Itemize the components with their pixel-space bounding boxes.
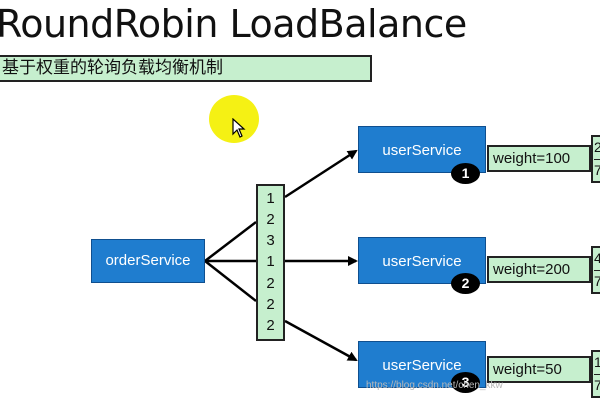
slide-title: RoundRobin LoadBalance [0,2,467,46]
order-service-node: orderService [91,239,205,283]
cut-off-box-2: 4 7 [591,246,600,294]
watermark: https://blog.csdn.net/chen_kkw [366,380,503,391]
arrow-queue-user3 [284,319,358,362]
queue-item: 1 [266,189,275,207]
queue-item: 2 [266,274,275,292]
cursor-pointer-icon [232,118,246,138]
cursor-highlight [209,95,259,143]
queue-item: 2 [266,296,275,314]
weight-label-1: weight=100 [487,145,591,172]
queue-item: 2 [266,317,275,335]
queue-item: 2 [266,210,275,228]
queue-item: 3 [266,232,275,250]
request-queue: 1 2 3 1 2 2 2 [256,184,285,341]
queue-item: 1 [266,253,275,271]
node-number-badge-2: 2 [451,273,480,294]
node-number-badge-1: 1 [451,163,480,184]
weight-label-3: weight=50 [487,356,591,383]
cut-off-box-1: 2 7 [591,135,600,183]
cut-off-bottom: 7 [594,162,600,178]
arrow-queue-user1 [284,149,358,199]
node-number-badge-3: 3 [451,372,480,393]
weight-label-2: weight=200 [487,256,591,283]
cut-off-box-3: 1 7 [591,350,600,398]
cut-off-bottom: 7 [594,273,600,289]
slide-subtitle: 基于权重的轮询负载均衡机制 [0,55,372,82]
arrow-to-user1 [204,221,257,262]
arrow-to-user3-left [204,260,257,302]
cut-off-top: 2 [594,137,600,160]
cut-off-top: 4 [594,248,600,271]
cut-off-bottom: 7 [594,377,600,393]
cut-off-top: 1 [594,352,600,375]
